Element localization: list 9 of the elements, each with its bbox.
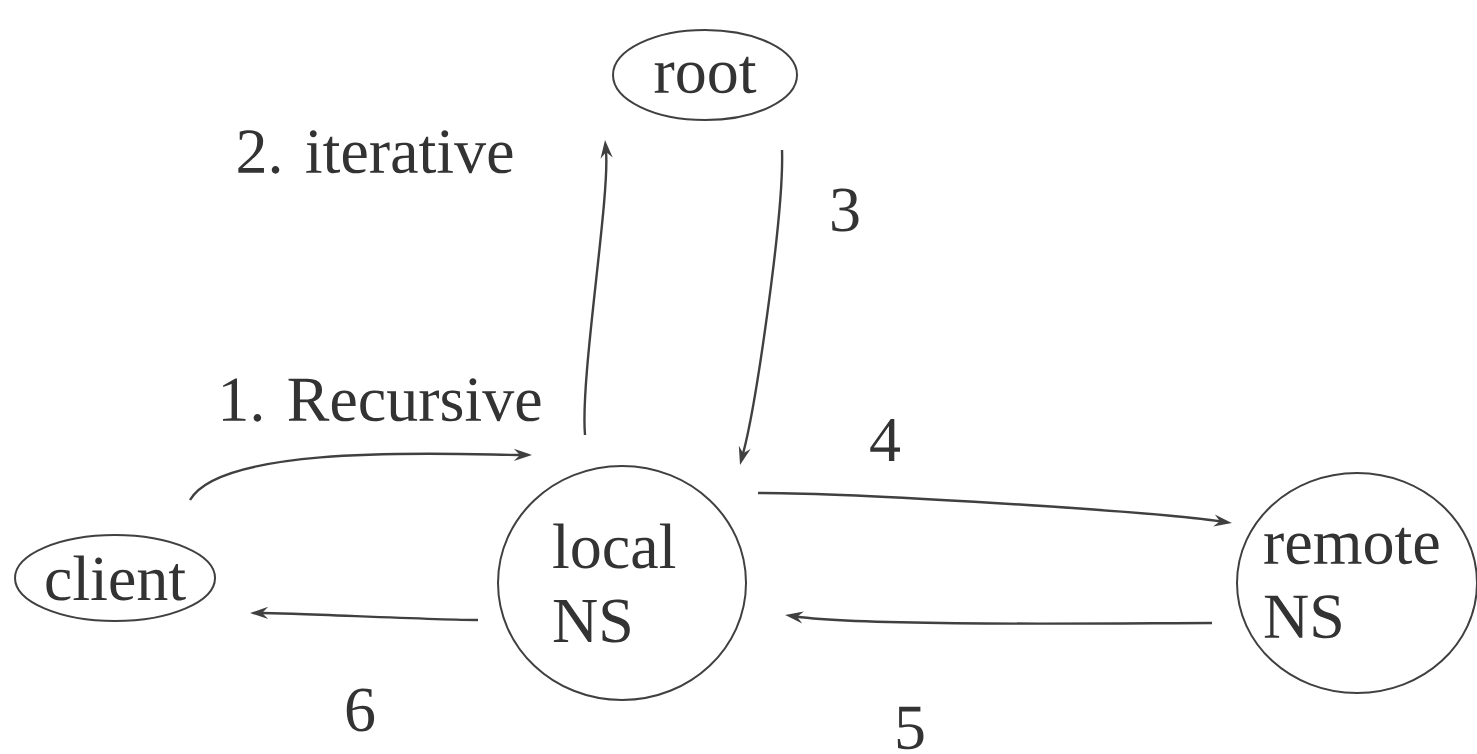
edge-label: 4 <box>870 418 900 462</box>
ellipse-node: local NS <box>497 465 747 701</box>
edge-label: 2. iterative <box>238 130 513 174</box>
edge-label: 5 <box>897 706 924 750</box>
edge-label: 3 <box>832 188 859 232</box>
ellipse-node: client <box>14 534 216 622</box>
ellipse-node: root <box>612 29 798 121</box>
edge-label: 1. Recursive <box>223 378 541 422</box>
edge-label: 6 <box>346 688 375 732</box>
